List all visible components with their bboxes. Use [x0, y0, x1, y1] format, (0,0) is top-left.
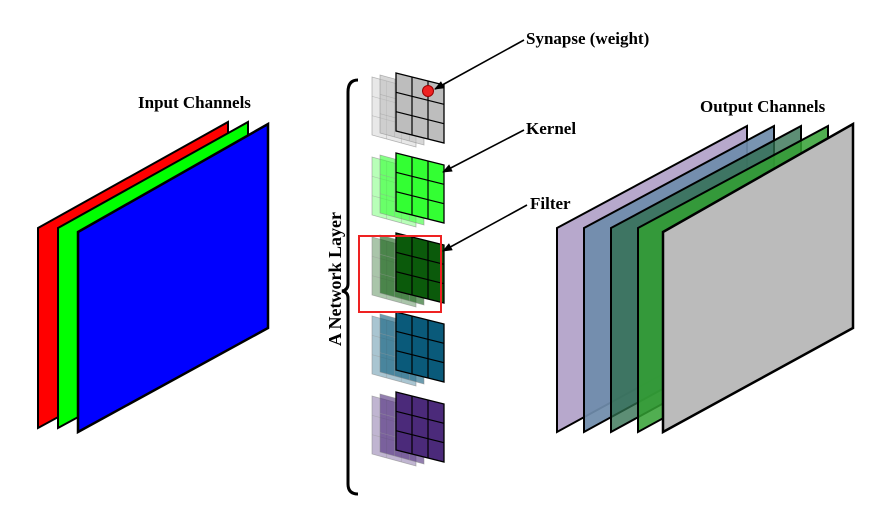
- filter-grey: [371, 72, 445, 148]
- filter-purple: [371, 391, 445, 467]
- input-channel-blue: [76, 121, 270, 435]
- filter-label: Filter: [530, 194, 571, 213]
- kernel-label: Kernel: [526, 119, 576, 138]
- filter-teal: [371, 311, 445, 387]
- filter-darkgreen: [371, 232, 445, 308]
- filter-arrow: [442, 204, 528, 252]
- kernel-grey-3: [395, 72, 445, 144]
- output-channels: [556, 121, 855, 435]
- input-channels: [37, 120, 270, 435]
- filter-green: [371, 152, 445, 228]
- synapse-dot: [422, 85, 434, 97]
- synapse-arrow: [434, 39, 525, 90]
- synapse-label: Synapse (weight): [526, 29, 649, 48]
- kernel-teal-3: [395, 311, 445, 383]
- layer-bracket: [341, 78, 359, 496]
- kernel-arrow: [442, 129, 525, 173]
- filter-stack: [371, 72, 445, 467]
- kernel-green-3: [395, 152, 445, 224]
- kernel-purple-3: [395, 391, 445, 463]
- output-channel-5: [661, 121, 855, 435]
- output-channels-label: Output Channels: [700, 97, 826, 116]
- kernel-darkgreen-3: [395, 232, 445, 304]
- input-channels-label: Input Channels: [138, 93, 251, 112]
- network-layer-label: A Network Layer: [325, 212, 345, 346]
- filter-highlight-box: [358, 235, 442, 313]
